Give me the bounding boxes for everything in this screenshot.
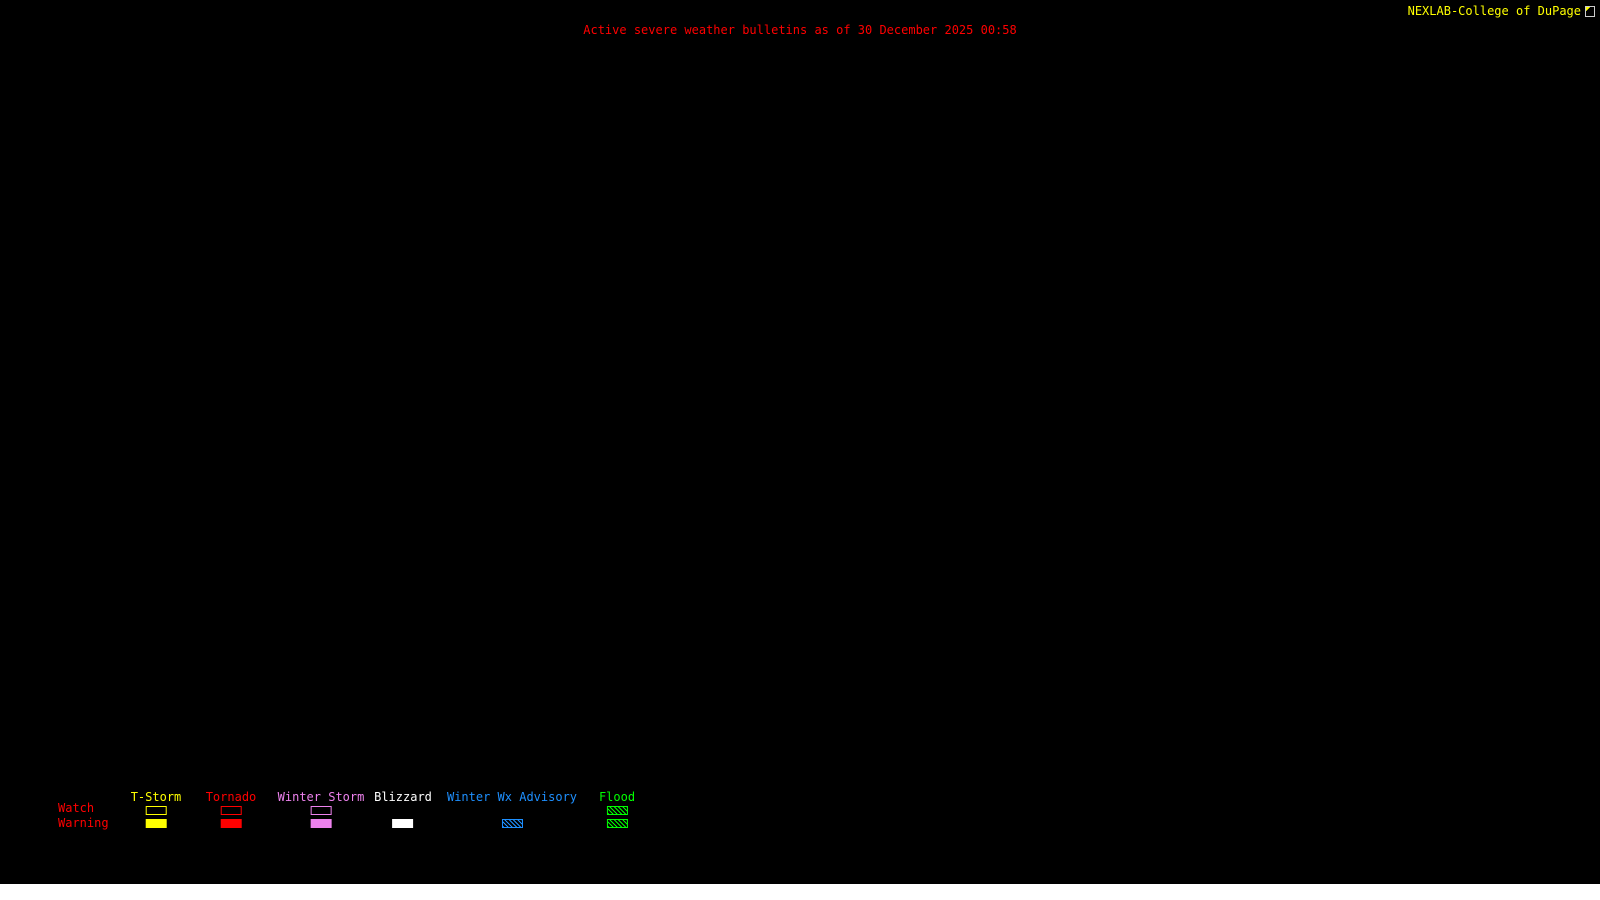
legend-column-winter-wx-advisory: Winter Wx Advisory — [447, 791, 577, 828]
bottom-white-strip — [0, 884, 1600, 900]
legend-column-label: Flood — [598, 790, 636, 804]
warning-swatch — [145, 819, 167, 828]
legend-row-labels: Watch Warning — [58, 801, 109, 831]
watch-swatch — [145, 806, 167, 815]
legend-column-label: Winter Wx Advisory — [446, 790, 578, 804]
legend-column-blizzard: Blizzard — [374, 791, 432, 828]
small-image-icon — [1585, 5, 1595, 17]
brand: NEXLAB-College of DuPage — [1408, 4, 1595, 18]
legend-column-winter-storm: Winter Storm — [277, 790, 365, 828]
warning-swatch — [310, 819, 332, 828]
watch-swatch — [310, 806, 332, 815]
legend-column-tornado: Tornado — [205, 790, 257, 828]
legend-column-label: Blizzard — [374, 790, 432, 804]
warning-swatch — [606, 819, 628, 828]
legend-column-label: T-Storm — [130, 790, 182, 804]
legend-column-flood: Flood — [599, 791, 635, 828]
legend-column-tstorm: T-Storm — [130, 790, 182, 828]
legend-warning-row-label: Warning — [58, 816, 109, 830]
warning-swatch — [392, 819, 414, 828]
legend-watch-row-label: Watch — [58, 801, 95, 815]
watch-swatch — [220, 806, 242, 815]
bulletin-header-text: Active severe weather bulletins as of 30… — [583, 23, 1017, 37]
warning-swatch — [220, 819, 242, 828]
brand-text: NEXLAB-College of DuPage — [1407, 4, 1581, 18]
legend-column-label: Tornado — [205, 790, 257, 804]
legend-column-label: Winter Storm — [277, 790, 365, 804]
warning-swatch — [501, 819, 523, 828]
watch-swatch — [606, 806, 628, 815]
